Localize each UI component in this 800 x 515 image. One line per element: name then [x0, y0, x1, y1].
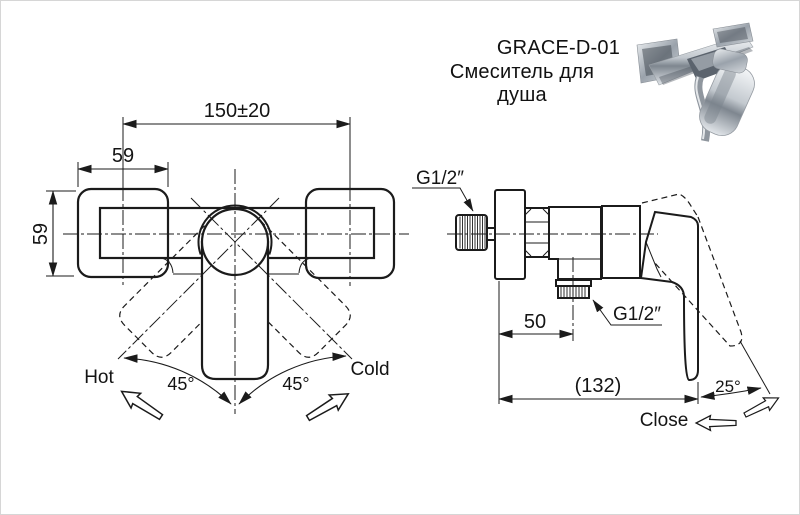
angle-close: 25°	[700, 377, 762, 400]
cold-label: Cold	[350, 359, 389, 380]
open-direction-arrow	[741, 391, 783, 422]
svg-text:(132): (132)	[575, 375, 622, 397]
close-direction-arrow	[695, 414, 737, 432]
handle-open-dashed	[641, 193, 743, 347]
cold-direction-arrow	[302, 385, 354, 427]
svg-text:45°: 45°	[167, 374, 194, 394]
hex-nut	[524, 207, 550, 258]
close-label: Close	[640, 410, 689, 431]
dimension-outlet-offset: 50	[498, 311, 574, 339]
svg-text:G1/2″: G1/2″	[613, 304, 661, 325]
svg-text:45°: 45°	[282, 374, 309, 394]
front-view: 150±20 59 59 45° 45°	[30, 100, 409, 427]
svg-text:150±20: 150±20	[204, 100, 271, 122]
side-view: G1/2″ G1/2″ 50 (132) 25°	[412, 168, 783, 432]
svg-text:25°: 25°	[715, 377, 741, 396]
handle-side	[639, 210, 699, 382]
hot-direction-arrow	[116, 383, 167, 426]
product-photo	[636, 22, 755, 142]
handle-side-crease	[645, 241, 662, 278]
thread-outlet-label: G1/2″	[592, 299, 662, 326]
inlet-connector	[455, 214, 496, 251]
dimension-block-width: 59	[77, 145, 169, 187]
svg-text:G1/2″: G1/2″	[416, 168, 464, 189]
product-model-title: GRACE-D-01	[496, 37, 621, 59]
dimension-block-height: 59	[30, 190, 76, 277]
svg-text:59: 59	[112, 145, 134, 167]
hot-label: Hot	[84, 367, 114, 388]
valve-body	[548, 206, 602, 280]
cartridge-housing	[601, 205, 641, 279]
dimension-depth: (132)	[498, 375, 699, 404]
front-fillet-left	[160, 257, 174, 274]
swing-angle-arcs: 45° 45°	[123, 352, 347, 405]
svg-text:59: 59	[30, 223, 52, 245]
product-subtitle: Смеситель для душа	[449, 61, 595, 106]
front-fillet-right	[298, 257, 312, 274]
svg-text:50: 50	[524, 311, 546, 333]
dimension-total-width: 150±20	[122, 100, 351, 189]
side-centerlines	[447, 233, 658, 341]
front-centerlines	[63, 169, 409, 414]
thread-inlet-label: G1/2″	[412, 168, 474, 212]
